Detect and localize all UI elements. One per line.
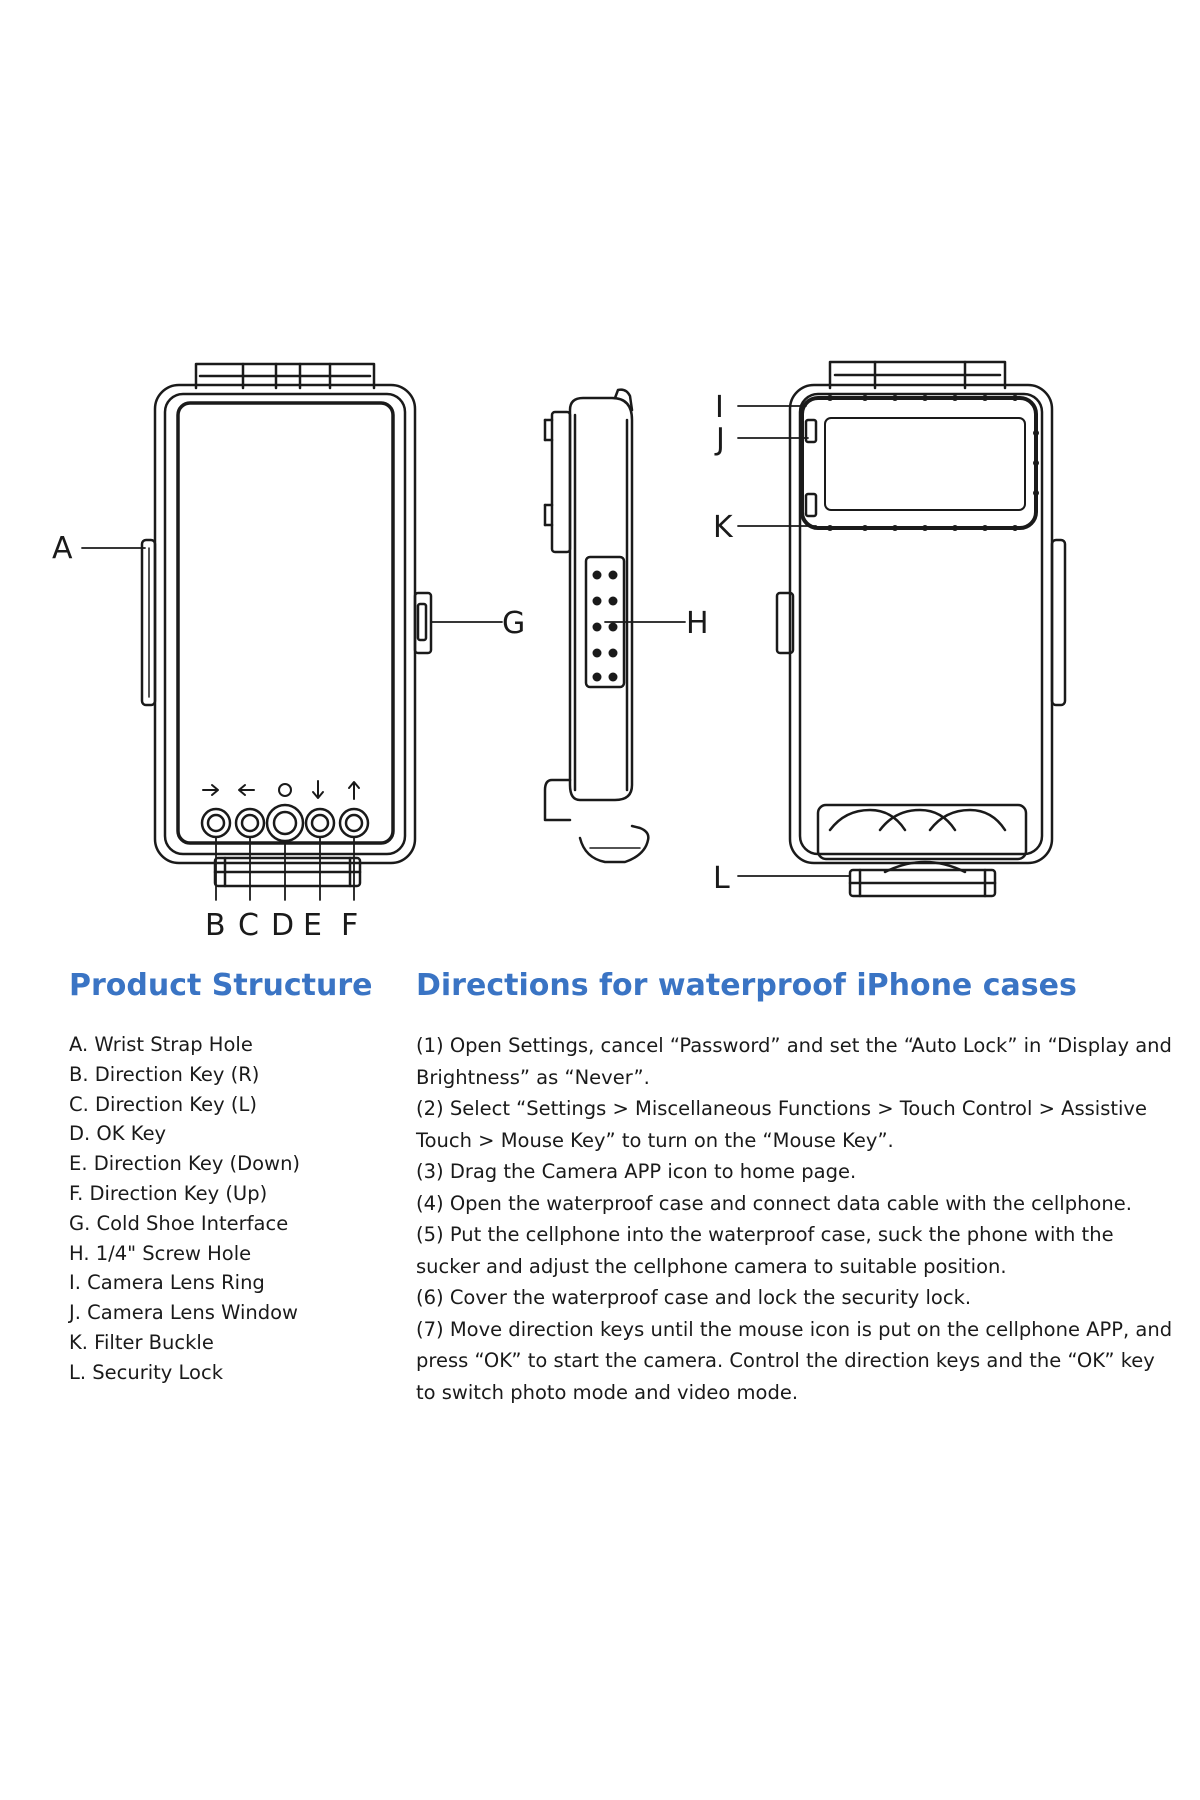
back-leader-lines (737, 405, 851, 877)
back-bottom-bay (816, 803, 1028, 861)
screw-hole-dots (592, 570, 618, 682)
structure-item: L. Security Lock (69, 1360, 224, 1384)
callout-k: K (713, 510, 734, 545)
callout-g: G (502, 606, 525, 641)
arrow-down-icon (312, 780, 324, 799)
side-case-body (568, 396, 634, 802)
callout-h: H (686, 606, 709, 641)
structure-item: E. Direction Key (Down) (69, 1152, 301, 1176)
front-bottom-clip (213, 856, 362, 888)
arrow-right-icon (202, 784, 219, 796)
callout-l: L (713, 861, 730, 896)
structure-item: J. Camera Lens Window (69, 1301, 298, 1325)
direction-keys (200, 803, 370, 843)
direction-step: (5) Put the cellphone into the waterproo… (416, 1223, 1114, 1278)
callout-a: A (52, 531, 73, 566)
key-c (234, 807, 266, 839)
front-top-clip (194, 362, 376, 390)
callout-d: D (271, 908, 294, 943)
arrow-left-icon (238, 784, 255, 796)
key-f (338, 807, 370, 839)
back-top-clip (828, 360, 1007, 390)
structure-item: I. Camera Lens Ring (69, 1271, 265, 1295)
key-e (304, 807, 336, 839)
front-leader-lines (81, 547, 503, 901)
lens-ring-dots (827, 395, 1039, 531)
structure-item: B. Direction Key (R) (69, 1062, 260, 1086)
product-structure-heading: Product Structure (69, 968, 373, 1003)
back-view (737, 360, 1067, 898)
camera-lens-window (824, 417, 1026, 511)
side-view (543, 388, 686, 864)
structure-item: C. Direction Key (L) (69, 1092, 257, 1116)
callout-labels: A B C D E F G H I J K L (52, 390, 734, 943)
key-b (200, 807, 232, 839)
key-icons (202, 780, 360, 800)
structure-item: G. Cold Shoe Interface (69, 1211, 289, 1235)
structure-item: K. Filter Buckle (69, 1330, 214, 1354)
ok-circle-icon (278, 783, 292, 797)
directions-list: (1) Open Settings, cancel “Password” and… (416, 1030, 1176, 1408)
key-d-ok (265, 803, 305, 843)
wrist-strap-hole (140, 538, 157, 707)
arrow-up-icon (348, 781, 360, 800)
directions-heading: Directions for waterproof iPhone cases (416, 968, 1077, 1003)
structure-item: F. Direction Key (Up) (69, 1181, 268, 1205)
cold-shoe-interface (413, 591, 433, 655)
direction-step: (7) Move direction keys until the mouse … (416, 1317, 1173, 1404)
back-case-body (788, 383, 1054, 865)
product-diagram: A B C D E F G H I J K L (52, 360, 1067, 943)
security-lock (848, 860, 997, 898)
front-case-body (153, 383, 417, 865)
direction-step: (3) Drag the Camera APP icon to home pag… (416, 1160, 857, 1183)
direction-step: (4) Open the waterproof case and connect… (416, 1191, 1132, 1215)
structure-item: D. OK Key (69, 1122, 167, 1146)
callout-c: C (238, 908, 259, 943)
filter-buckle (804, 418, 818, 518)
direction-step: (1) Open Settings, cancel “Password” and… (416, 1034, 1172, 1089)
structure-item: A. Wrist Strap Hole (69, 1033, 253, 1056)
callout-f: F (341, 908, 358, 943)
callout-j: J (714, 422, 725, 457)
callout-e: E (303, 908, 322, 943)
structure-item: H. 1/4" Screw Hole (69, 1241, 252, 1265)
direction-step: (6) Cover the waterproof case and lock t… (416, 1286, 972, 1309)
product-structure-list: A. Wrist Strap Hole B. Direction Key (R)… (69, 1030, 300, 1388)
direction-step: (2) Select “Settings > Miscellaneous Fun… (416, 1097, 1147, 1152)
callout-b: B (205, 908, 226, 943)
front-screen (176, 401, 395, 845)
callout-i: I (715, 390, 724, 425)
front-view (81, 362, 503, 901)
